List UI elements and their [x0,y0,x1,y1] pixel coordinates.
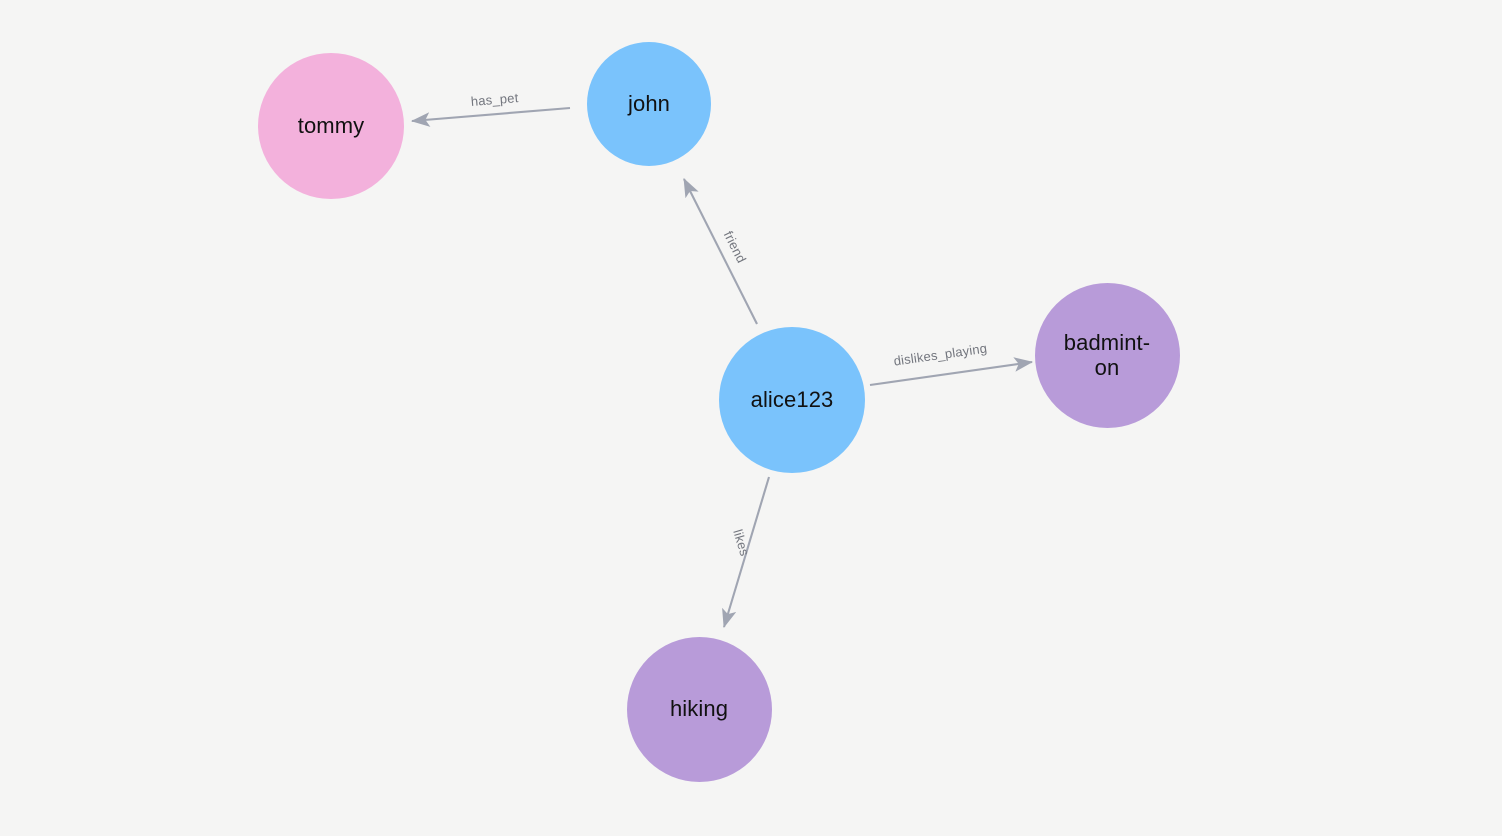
graph-edge[interactable] [722,476,771,629]
edge-label: dislikes_playing [893,340,988,368]
graph-node-tommy[interactable]: tommy [258,53,404,199]
graph-node-john[interactable]: john [587,42,711,166]
graph-edge[interactable] [869,357,1034,387]
graph-node-badminton[interactable]: badmint- on [1034,282,1180,428]
node-label: alice123 [750,387,834,413]
graph-node-alice123[interactable]: alice123 [719,327,865,473]
edge-label: has_pet [470,90,519,109]
graph-node-hiking[interactable]: hiking [626,636,772,782]
node-label: hiking [669,696,729,722]
edge-label: likes [730,528,752,558]
graph-edge[interactable] [683,178,758,325]
graph-edge[interactable] [410,106,571,127]
node-label: tommy [297,113,365,139]
node-label: john [628,91,670,117]
node-label: badmint- on [1063,329,1151,380]
